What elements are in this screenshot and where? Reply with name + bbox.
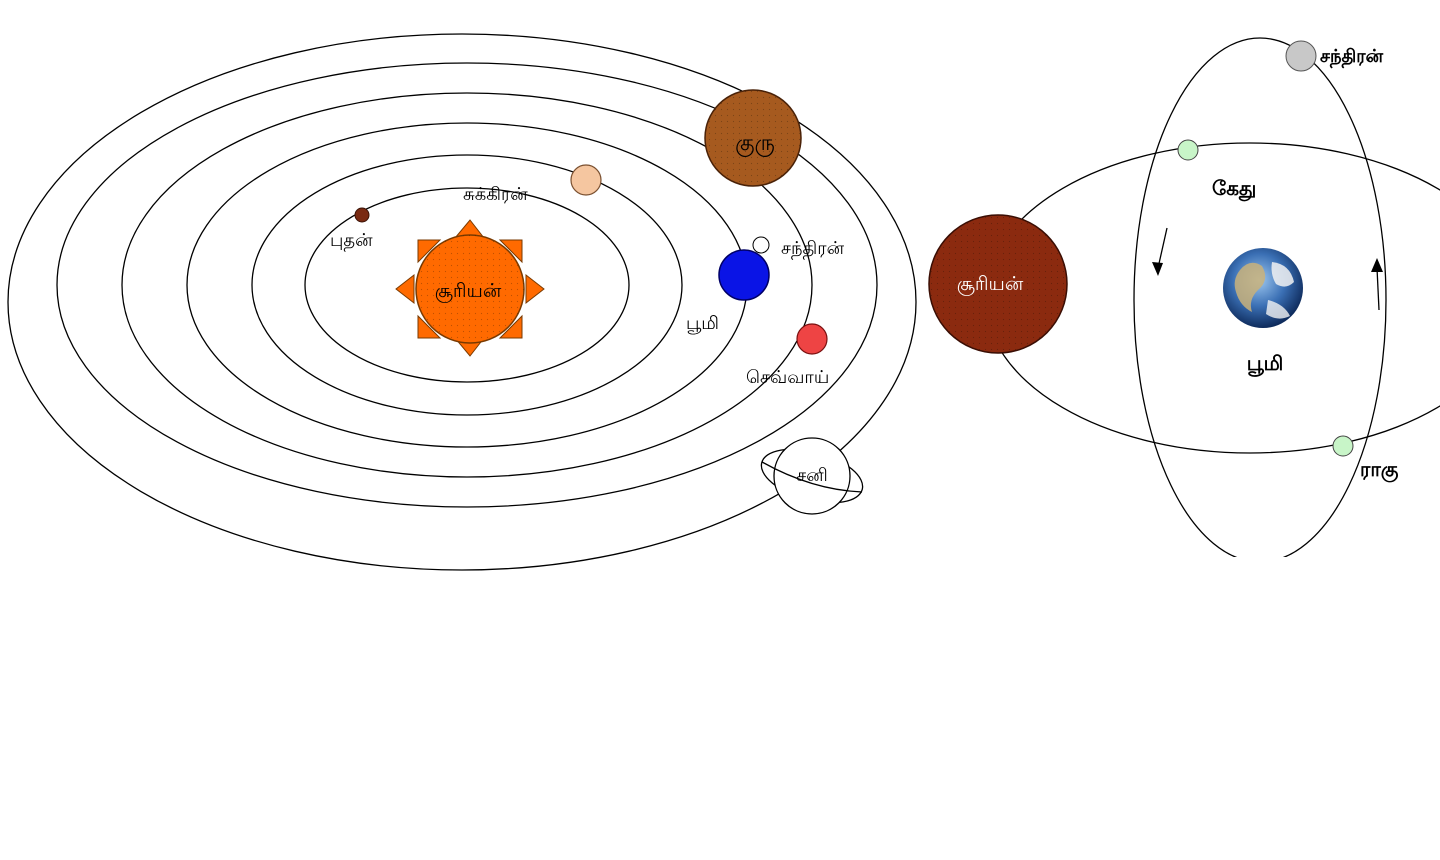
earth-right-label: பூமி: [1247, 351, 1284, 377]
arrow-up-icon: [1371, 258, 1383, 311]
saturn-planet: [760, 437, 864, 515]
orbit-venus: [251, 154, 683, 416]
arrow-down-icon: [1152, 227, 1168, 276]
moon-label: சந்திரன்: [781, 238, 845, 260]
mars-planet: [796, 323, 828, 355]
sun-left: சூரியன்: [395, 219, 545, 357]
moon-right: [1285, 40, 1317, 72]
sun-label: சூரியன்: [435, 280, 502, 303]
ketu-node: [1177, 139, 1199, 161]
ketu-label: கேது: [1212, 176, 1256, 202]
sun-ray-right: [525, 273, 545, 305]
earth-planet: [718, 249, 770, 301]
sun-ray-top-left: [417, 239, 442, 264]
moon-planet: [752, 236, 770, 254]
moon-right-label: சந்திரன்: [1320, 46, 1384, 69]
heliocentric-panel: சூரியன் புதன் சுக்கிரன் சந்திரன் பூமி செ…: [7, 33, 917, 571]
orbit-jupiter: [56, 62, 878, 508]
orbit-mercury: [304, 187, 630, 383]
earth-label: பூமி: [686, 313, 719, 335]
sun-ray-bottom-left: [417, 314, 442, 339]
jupiter-label: குரு: [735, 131, 775, 157]
sun-ray-top-right: [498, 239, 523, 264]
orbit-moon: [1133, 37, 1387, 557]
sun-ray-bottom-right: [498, 314, 523, 339]
mercury-planet: [354, 207, 370, 223]
sun-right-label: சூரியன்: [957, 273, 1024, 296]
orbit-saturn: [7, 33, 917, 571]
lunar-nodes-panel: சூரியன் சந்திரன் கேது ராகு பூமி: [928, 37, 1440, 557]
orbit-mars: [121, 92, 813, 478]
earth-globe: [1223, 248, 1303, 328]
venus-label: சுக்கிரன்: [463, 184, 528, 205]
rahu-node: [1332, 435, 1354, 457]
rahu-label: ராகு: [1360, 457, 1399, 483]
saturn-label: சனி: [796, 465, 828, 486]
sun-ray-left: [395, 273, 415, 305]
venus-planet: [570, 164, 602, 196]
mars-label: செவ்வாய்: [746, 367, 829, 388]
mercury-label: புதன்: [330, 230, 373, 252]
